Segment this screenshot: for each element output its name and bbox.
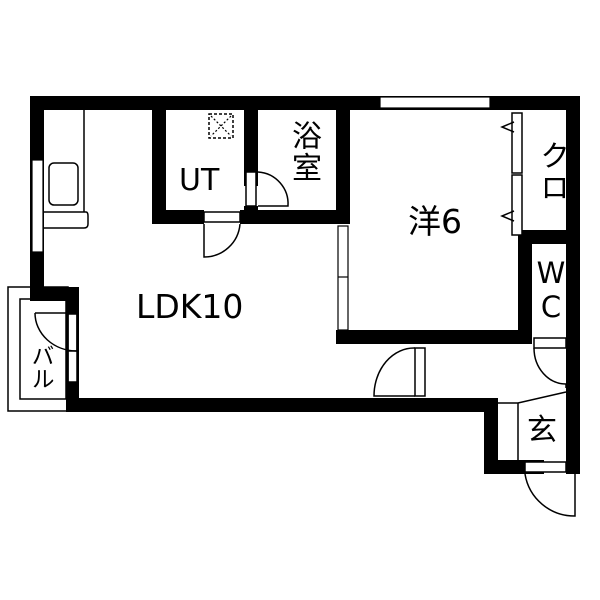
room-label-western: 洋6: [408, 202, 462, 241]
room-label-ldk: LDK10: [136, 287, 244, 326]
balcony-outline: [7, 286, 69, 412]
room-label-bath: 浴室: [286, 120, 321, 184]
windows: [31, 96, 491, 331]
kitchen-counter: [44, 110, 89, 229]
room-label-wc: WC: [534, 256, 568, 324]
room-label-entrance: 玄: [527, 413, 557, 448]
room-label-balcony: バル: [27, 344, 53, 390]
washer-pan: [208, 113, 234, 139]
room-label-ut: UT: [179, 163, 220, 198]
doors: [34, 112, 576, 517]
room-label-closet: クロ: [534, 140, 569, 204]
washer-pan-cross: [210, 115, 232, 137]
